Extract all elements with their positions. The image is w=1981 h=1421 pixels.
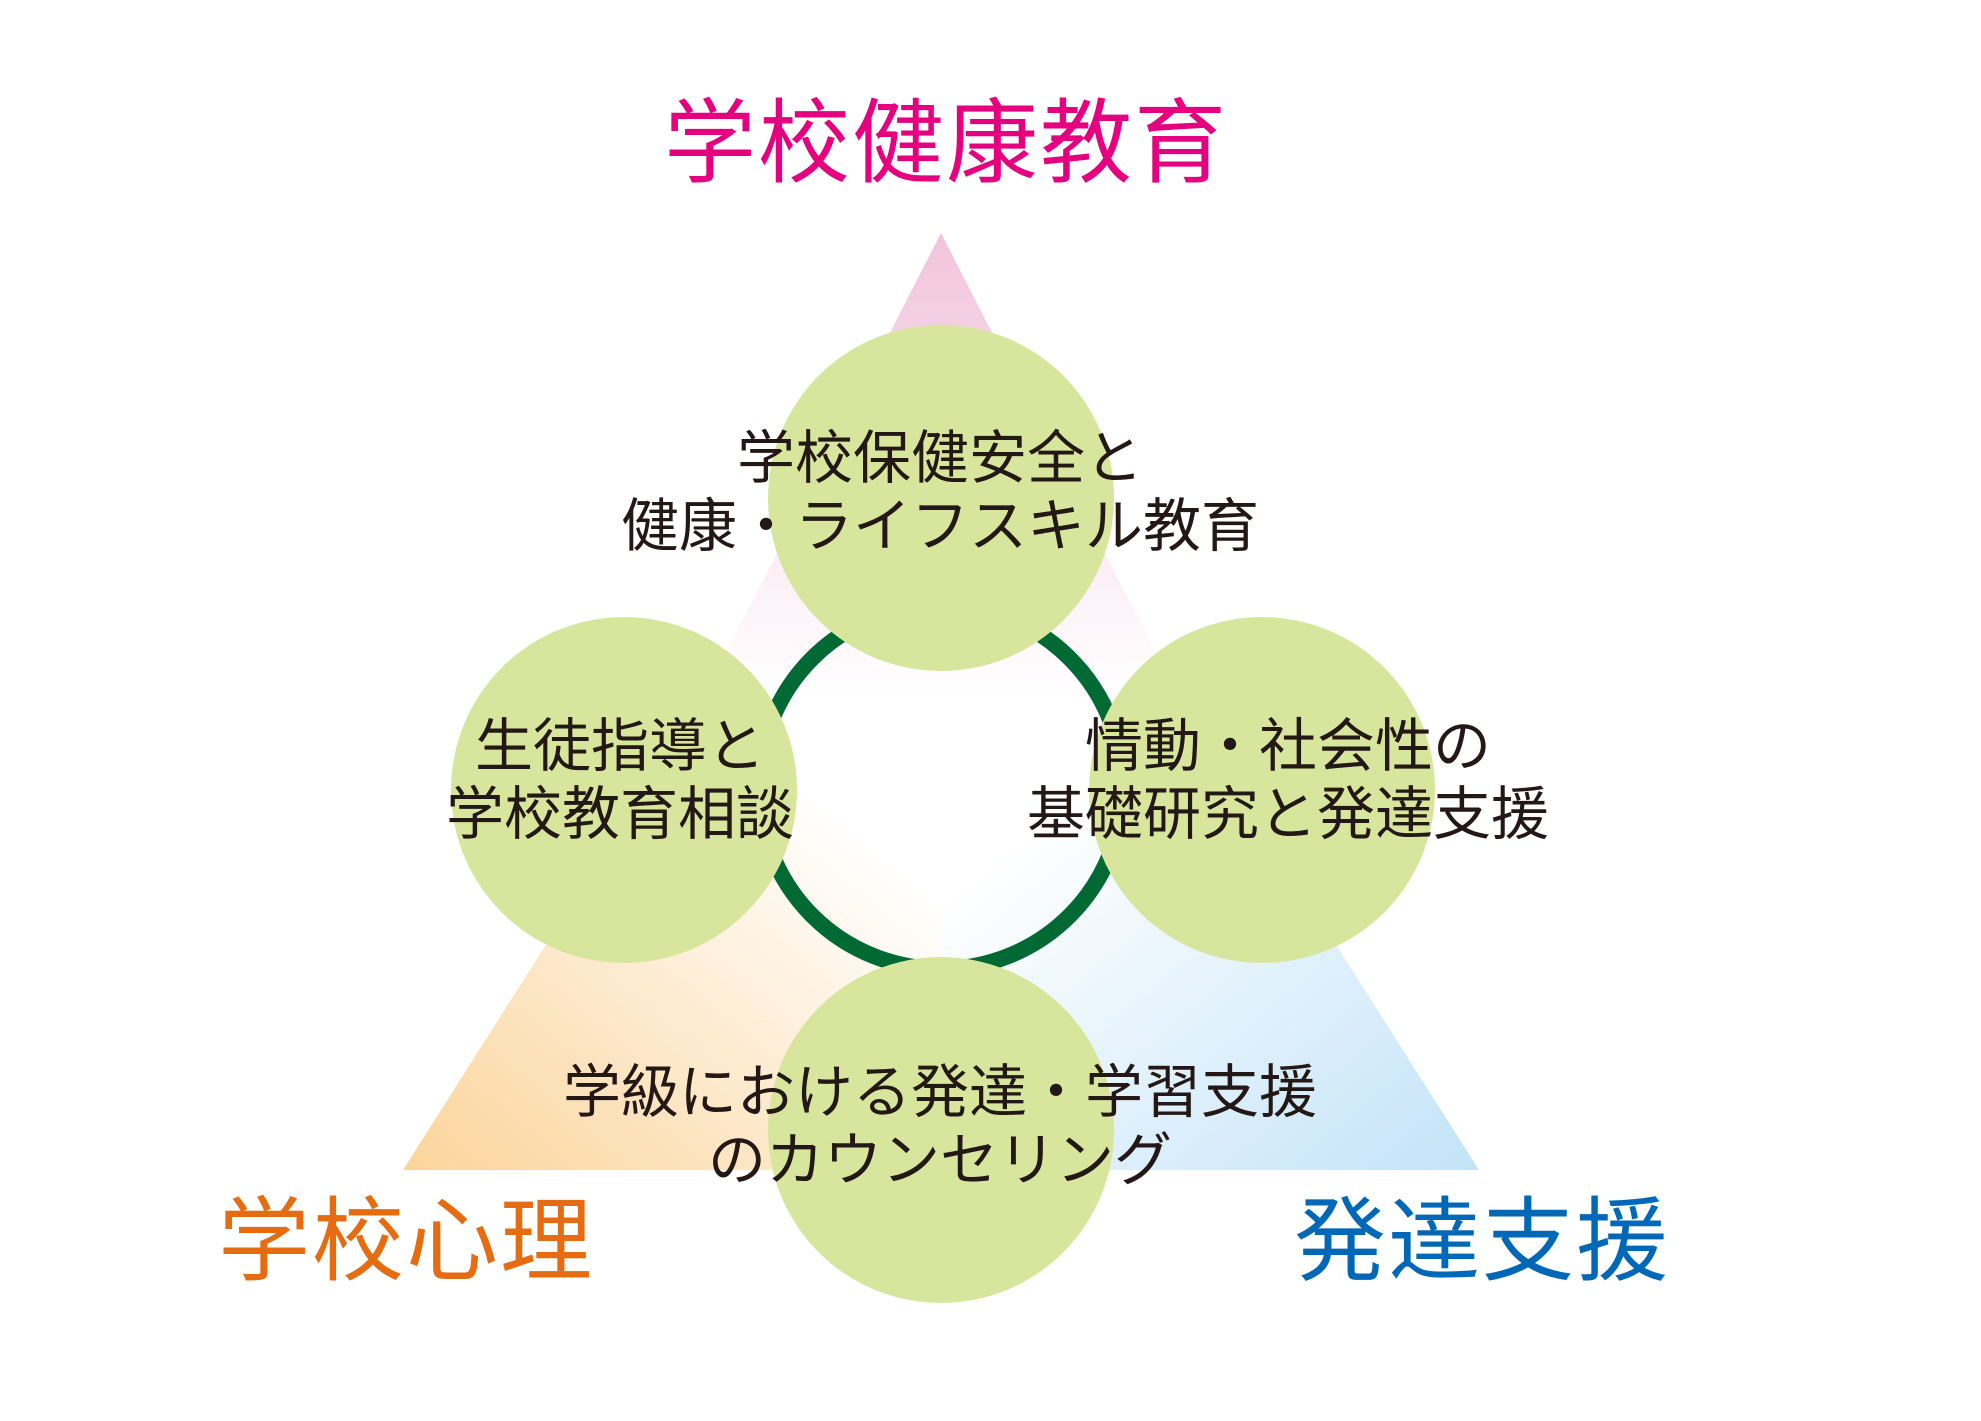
node-label-top-line1: 学校保健安全と bbox=[736, 424, 1143, 492]
node-label-left-line1: 生徒指導と bbox=[474, 712, 765, 780]
node-label-bottom-line2: のカウンセリング bbox=[707, 1126, 1172, 1194]
corner-label-school-health-education: 学校健康教育 bbox=[664, 90, 1229, 197]
node-label-left: 生徒指導と 学校教育相談 bbox=[400, 712, 840, 848]
node-label-left-line2: 学校教育相談 bbox=[445, 780, 794, 848]
corner-label-developmental-support: 発達支援 bbox=[1294, 1188, 1671, 1295]
node-label-right-line1: 情動・社会性の bbox=[1084, 712, 1491, 780]
node-label-right: 情動・社会性の 基礎研究と発達支援 bbox=[978, 712, 1598, 848]
node-label-right-line2: 基礎研究と発達支援 bbox=[1026, 780, 1549, 848]
node-circle-bottom bbox=[768, 957, 1114, 1303]
node-circle-left bbox=[451, 617, 797, 963]
node-label-bottom-line1: 学級における発達・学習支援 bbox=[562, 1058, 1317, 1126]
node-circle-right bbox=[1089, 617, 1435, 963]
corner-label-school-psychology: 学校心理 bbox=[218, 1188, 595, 1295]
node-label-top-line2: 健康・ライフスキル教育 bbox=[620, 492, 1259, 560]
node-label-top: 学校保健安全と 健康・ライフスキル教育 bbox=[540, 424, 1340, 560]
node-label-bottom: 学級における発達・学習支援 のカウンセリング bbox=[520, 1058, 1360, 1194]
node-circle-top bbox=[768, 325, 1114, 671]
